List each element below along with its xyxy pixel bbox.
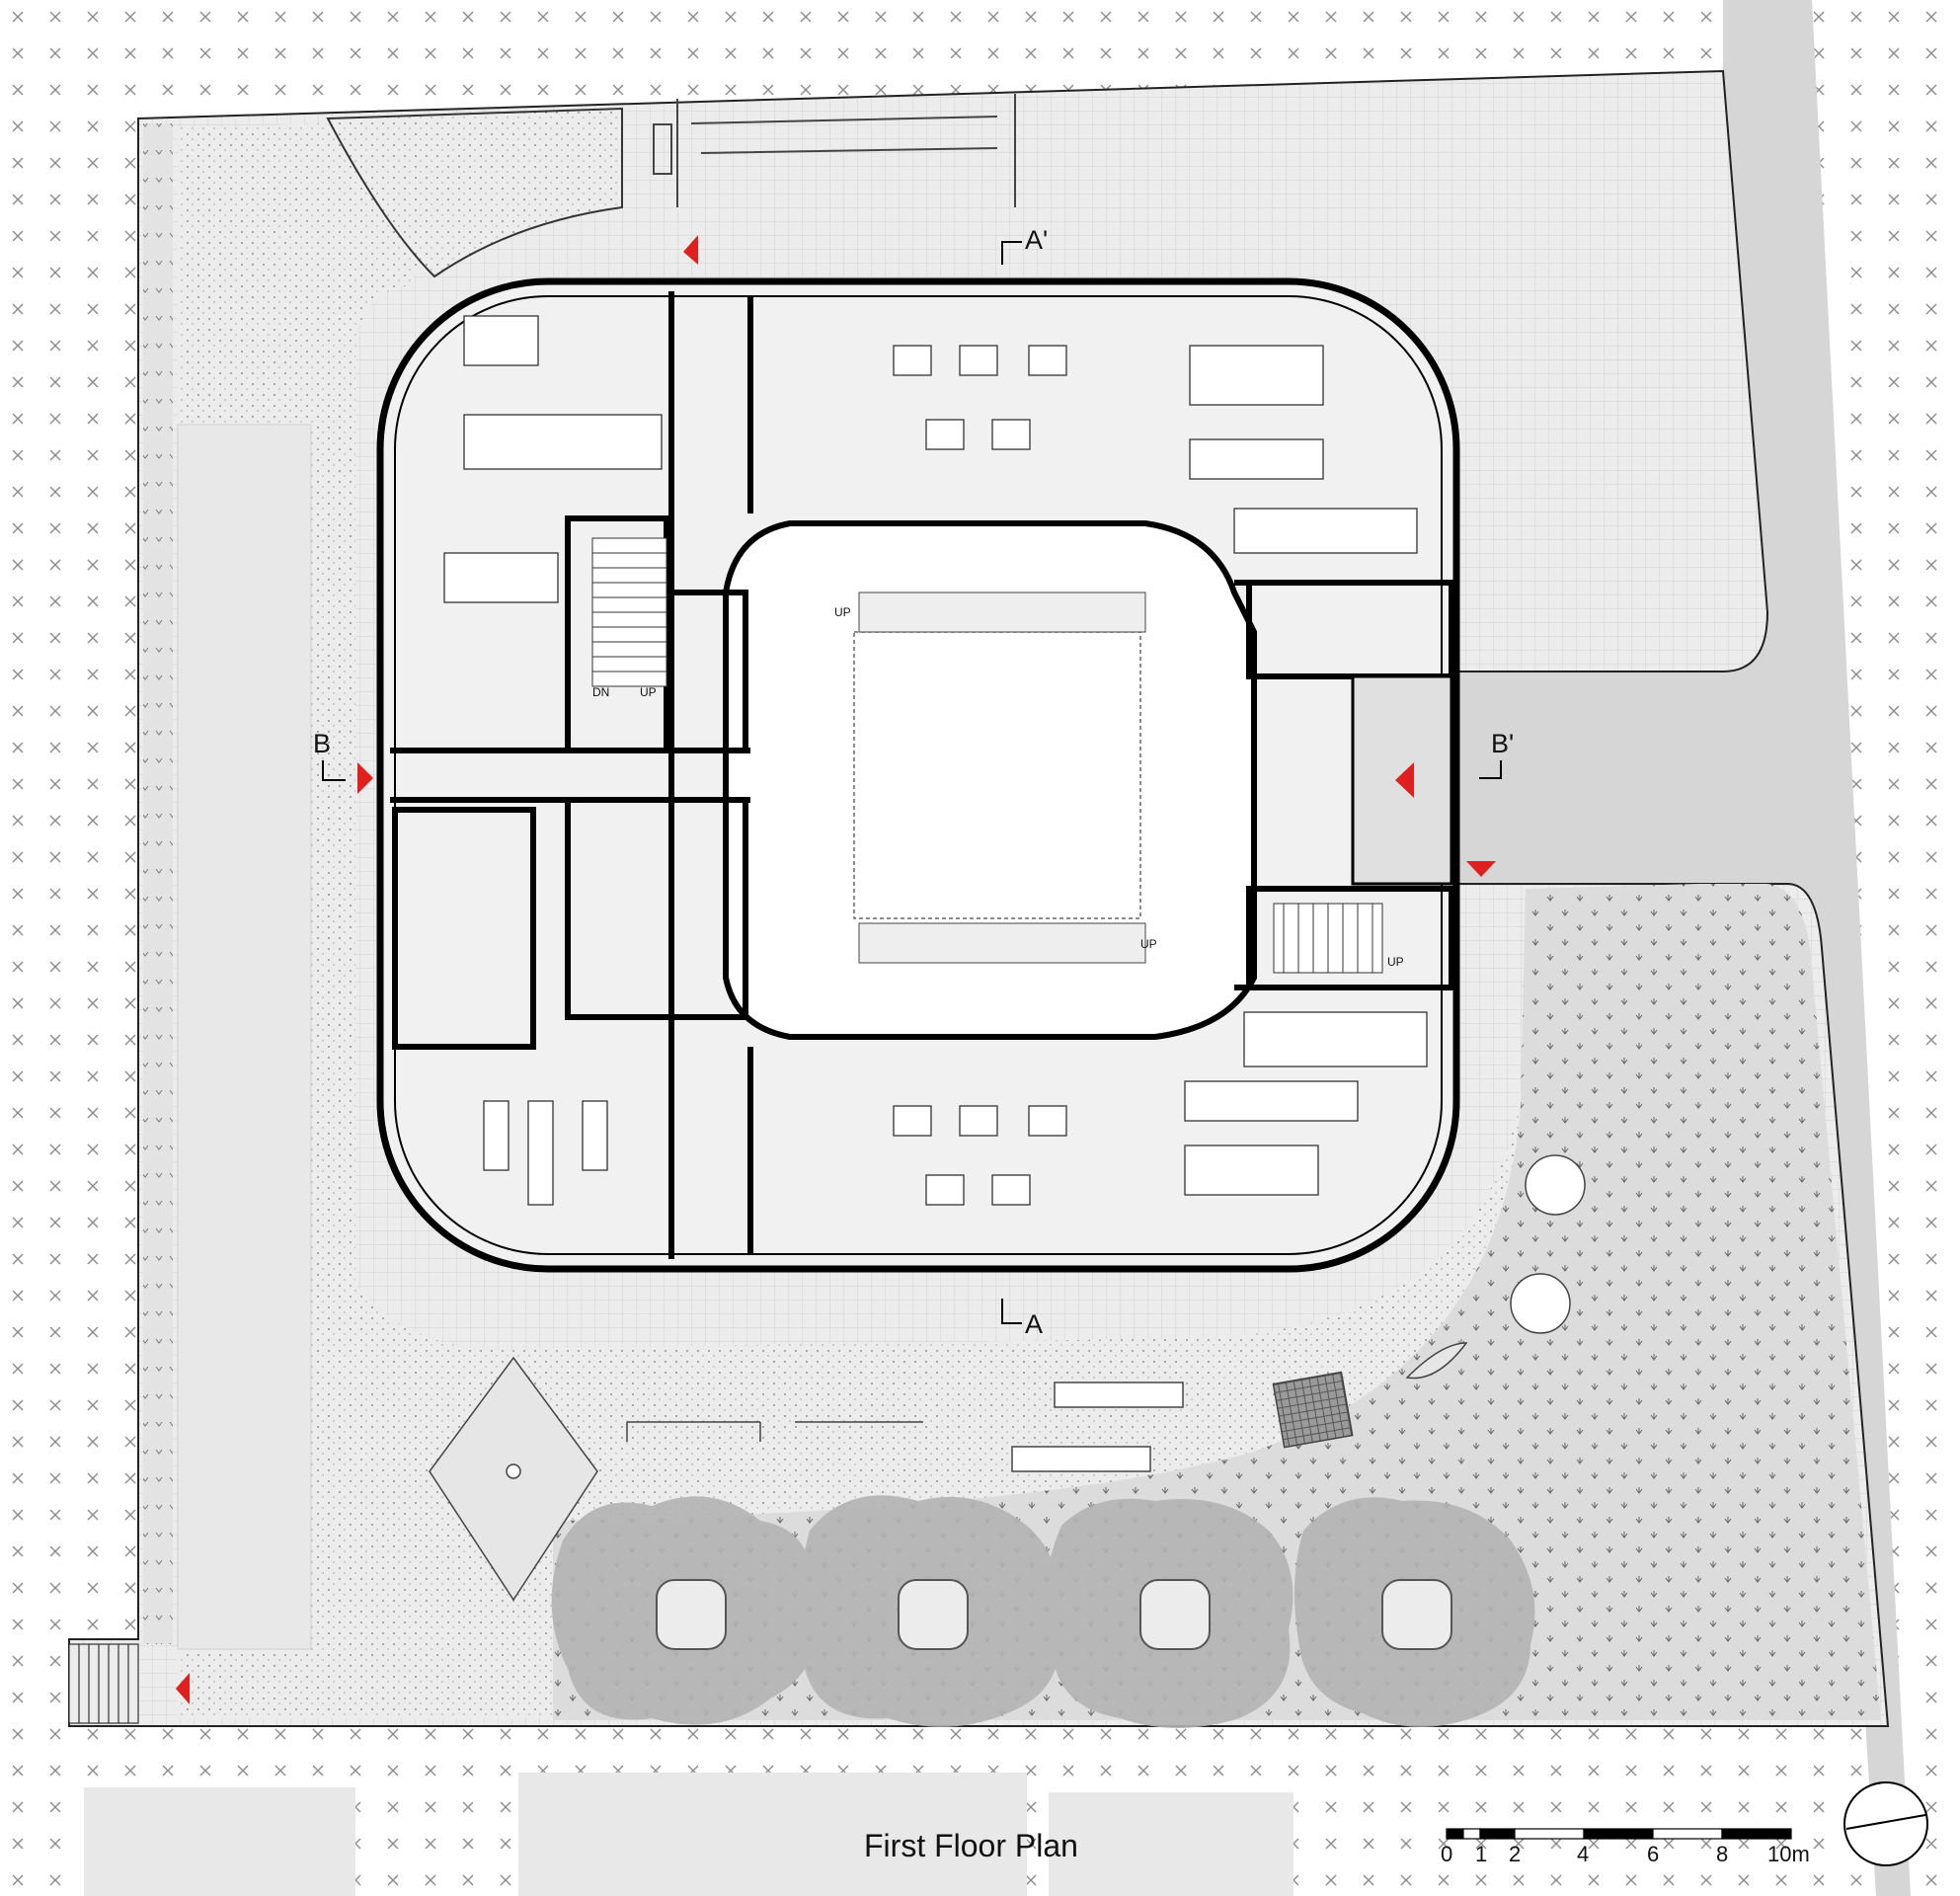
courtyard-pitch (853, 631, 1141, 919)
entrance-markers (176, 235, 1496, 1704)
stair-label-up-courtyard-north: UP (834, 605, 851, 619)
adjacent-parcels (84, 1773, 1294, 1896)
scale-tick: 6 (1647, 1842, 1659, 1866)
drawing-title: First Floor Plan (864, 1828, 1078, 1863)
section-marker-a-prime: A' (1025, 225, 1048, 255)
west-edge-strip (143, 123, 173, 1644)
section-marker-a: A (1025, 1309, 1043, 1339)
entrance-marker-southeast (1466, 861, 1496, 877)
bike-parking (653, 94, 1016, 207)
stair-label-up-courtyard-south: UP (1140, 937, 1157, 951)
section-marker-b-prime: B' (1491, 729, 1514, 758)
tree-planters (656, 1579, 1452, 1650)
furniture (443, 315, 1428, 1206)
stair-label-dn-west-core: DN (592, 685, 609, 699)
entrance-marker-west (357, 762, 373, 794)
entrance-marker-southwest (176, 1673, 190, 1704)
west-lawn-strip (177, 424, 312, 1650)
scale-tick: 2 (1509, 1842, 1521, 1866)
playground (429, 1154, 1586, 1602)
section-marker-b: B (313, 729, 331, 758)
entrance-marker-north (683, 235, 698, 265)
scale-tick: 8 (1716, 1842, 1728, 1866)
north-arrow-icon (1843, 1781, 1928, 1866)
courtyard-stairs (858, 592, 1146, 964)
scale-tick: 0 (1441, 1842, 1452, 1866)
scale-tick: 4 (1577, 1842, 1589, 1866)
garden-wedge (326, 107, 623, 278)
entrance-marker-east (1395, 762, 1414, 798)
stair-label-up-east-core: UP (1387, 955, 1404, 969)
stair-label-up-west-core: UP (640, 685, 657, 699)
scale-tick: 1 (1475, 1842, 1487, 1866)
scale-bar-ticks: 0 1 2 4 6 8 10m (1441, 1842, 1810, 1866)
interior-walls (390, 291, 1454, 1259)
southwest-steps (68, 1643, 139, 1724)
scale-tick: 10m (1767, 1842, 1810, 1866)
section-marks (322, 241, 1502, 1324)
scale-bar (1446, 1828, 1792, 1840)
stair-treads (592, 552, 1373, 973)
